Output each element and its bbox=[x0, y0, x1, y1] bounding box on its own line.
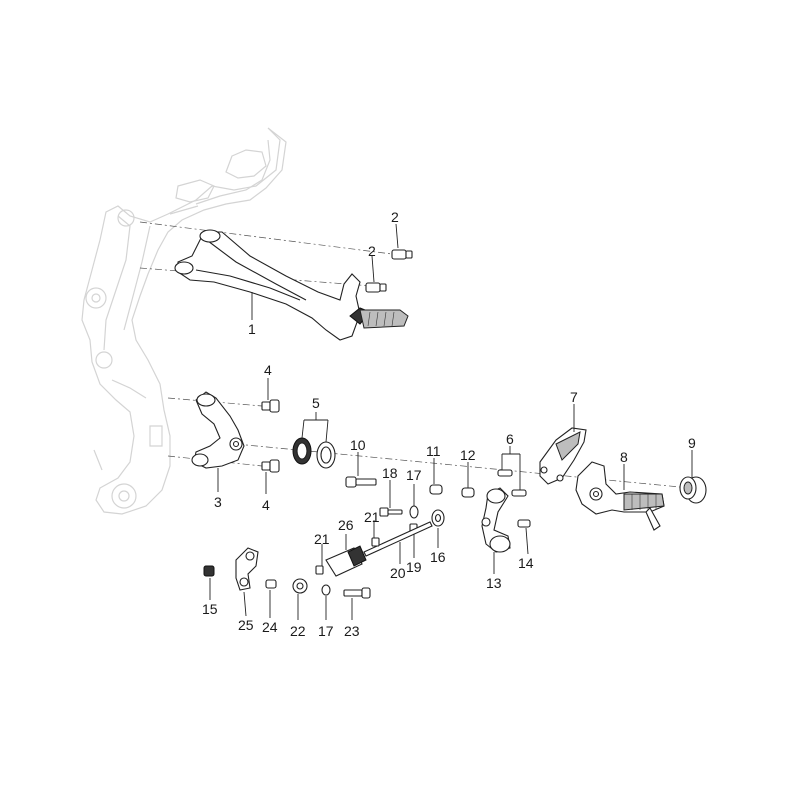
callout-6: 6 bbox=[506, 431, 514, 447]
part-25-shift-link bbox=[235, 547, 259, 591]
part-20-shift-rod bbox=[363, 521, 433, 557]
part-26-rod-joint bbox=[325, 545, 367, 577]
callout-7: 7 bbox=[570, 389, 578, 405]
callout-11: 11 bbox=[426, 443, 441, 459]
callout-22: 22 bbox=[290, 623, 306, 639]
callout-1: 1 bbox=[248, 321, 256, 337]
part-14-bolt bbox=[517, 519, 531, 528]
motorcycle-frame-outline bbox=[81, 127, 287, 515]
callout-9: 9 bbox=[688, 435, 696, 451]
callout-21-upper: 21 bbox=[364, 509, 380, 525]
callout-15: 15 bbox=[202, 601, 218, 617]
callout-23: 23 bbox=[344, 623, 360, 639]
callout-24: 24 bbox=[262, 619, 278, 635]
part-6-pins bbox=[497, 469, 527, 497]
callout-25: 25 bbox=[238, 617, 254, 633]
part-21-nut-upper bbox=[371, 537, 380, 547]
callout-4-lower: 4 bbox=[262, 497, 270, 513]
part-12-bushing bbox=[461, 487, 475, 498]
callout-4-upper: 4 bbox=[264, 362, 272, 378]
part-2-bolt-upper bbox=[391, 249, 413, 260]
part-22-washer bbox=[292, 578, 308, 594]
part-1-footrest-bracket bbox=[174, 229, 409, 341]
part-17-washer-upper bbox=[409, 505, 419, 519]
callout-26: 26 bbox=[338, 517, 354, 533]
part-2-bolt-lower bbox=[365, 282, 387, 293]
part-11-bushing bbox=[429, 484, 443, 495]
part-17-washer-lower bbox=[321, 584, 331, 596]
part-10-bolt bbox=[345, 476, 377, 488]
part-4-bolt-lower bbox=[261, 459, 280, 473]
leader-lines bbox=[209, 223, 693, 620]
callout-20: 20 bbox=[390, 565, 406, 581]
part-23-bolt bbox=[343, 587, 371, 599]
callout-10: 10 bbox=[350, 437, 366, 453]
part-15-nut bbox=[203, 565, 215, 577]
callout-18: 18 bbox=[382, 465, 398, 481]
callout-5: 5 bbox=[312, 395, 320, 411]
part-24-spacer bbox=[265, 579, 277, 589]
callout-2-upper: 2 bbox=[391, 209, 399, 225]
callout-8: 8 bbox=[620, 449, 628, 465]
callout-2-lower: 2 bbox=[368, 243, 376, 259]
part-3-shift-bracket bbox=[191, 391, 245, 469]
callout-3: 3 bbox=[214, 494, 222, 510]
part-18-bolt bbox=[379, 507, 403, 517]
part-5-washer-set bbox=[292, 437, 336, 469]
part-7-heel-plate bbox=[539, 427, 587, 485]
callout-labels: 1 2 2 3 4 4 5 6 7 8 9 10 11 12 13 14 15 … bbox=[202, 209, 696, 639]
callout-21-lower: 21 bbox=[314, 531, 330, 547]
part-4-bolt-upper bbox=[261, 399, 280, 413]
callout-13: 13 bbox=[486, 575, 502, 591]
part-13-shift-arm bbox=[481, 487, 511, 553]
callout-12: 12 bbox=[460, 447, 476, 463]
callout-17-lower: 17 bbox=[318, 623, 334, 639]
part-21-nut-lower bbox=[315, 565, 324, 575]
callout-19: 19 bbox=[406, 559, 422, 575]
callout-14: 14 bbox=[518, 555, 534, 571]
callout-17-upper: 17 bbox=[406, 467, 422, 483]
callout-16: 16 bbox=[430, 549, 446, 565]
part-8-footrest-pedal bbox=[575, 461, 665, 531]
part-16-washer bbox=[431, 509, 445, 527]
part-9-bearing bbox=[679, 476, 707, 504]
